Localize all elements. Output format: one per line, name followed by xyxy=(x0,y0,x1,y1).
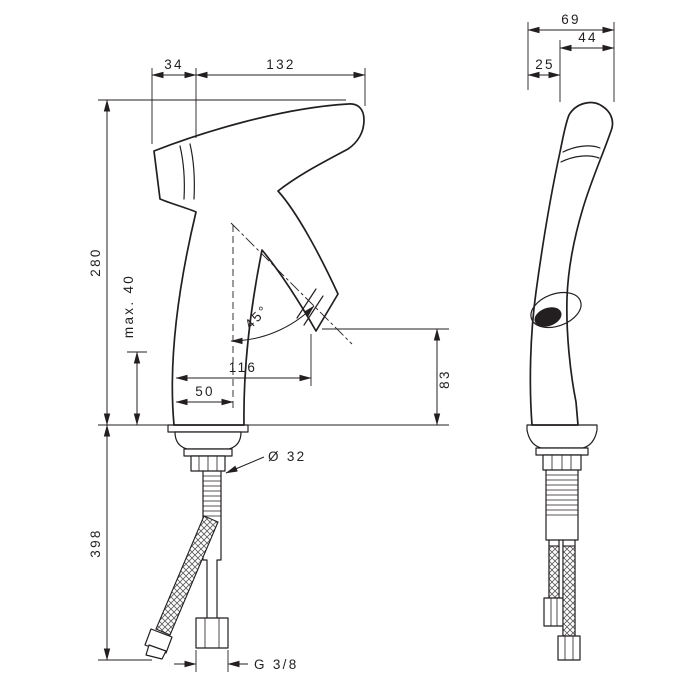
front-dimensions: 34 132 280 max. 40 116 50 Ø 32 398 xyxy=(88,57,452,672)
side-top-band xyxy=(560,145,601,163)
side-left-nut xyxy=(543,597,565,627)
dim-label-83: 83 xyxy=(437,369,452,389)
dim-label-34: 34 xyxy=(164,57,184,72)
side-base-flange xyxy=(526,424,598,449)
side-right-nut xyxy=(557,635,581,661)
side-right-hose-braid xyxy=(562,545,576,637)
leader-dia32 xyxy=(225,456,265,474)
front-bottom-nut xyxy=(195,617,229,649)
front-undercounter-assembly xyxy=(144,424,249,660)
dim-label-280: 280 xyxy=(88,247,103,276)
side-mount-plate xyxy=(535,447,589,456)
spout-centerline xyxy=(230,222,353,345)
dim-label-44: 44 xyxy=(578,30,598,45)
dim-label-g38: G 3/8 xyxy=(254,657,299,672)
side-left-hose-braid xyxy=(548,545,560,599)
front-view: 45° 34 132 280 max. 40 116 xyxy=(88,57,452,672)
dim-label-69: 69 xyxy=(561,12,581,27)
faucet-side-outline xyxy=(529,101,614,426)
side-undercounter-assembly xyxy=(526,424,598,661)
front-base-flange xyxy=(167,424,249,433)
front-shank-outline xyxy=(202,470,222,619)
angle-arc xyxy=(230,305,315,345)
faucet-front-body xyxy=(153,103,365,426)
dim-label-25: 25 xyxy=(535,57,555,72)
front-mount-plate xyxy=(183,448,233,457)
dim-label-116: 116 xyxy=(229,360,257,375)
side-handle-knob xyxy=(534,307,562,327)
front-shank-threads xyxy=(203,475,221,517)
side-dimensions: 69 44 25 xyxy=(527,12,615,102)
front-hose-tip xyxy=(145,644,167,660)
front-aerator-band xyxy=(179,143,195,200)
dim-label-max40: max. 40 xyxy=(121,274,136,338)
side-handle-outline xyxy=(530,291,582,329)
side-shank-threads xyxy=(546,474,578,516)
dim-label-398: 398 xyxy=(88,528,103,557)
faucet-front-outline xyxy=(153,103,365,426)
side-view: 69 44 25 xyxy=(526,12,615,661)
front-base-dome xyxy=(174,431,242,450)
front-supply-hose xyxy=(155,515,219,636)
faucet-side-body xyxy=(529,101,614,426)
dim-label-50: 50 xyxy=(195,384,215,399)
dim-label-132: 132 xyxy=(266,57,295,72)
dim-label-dia32: Ø 32 xyxy=(268,449,306,464)
